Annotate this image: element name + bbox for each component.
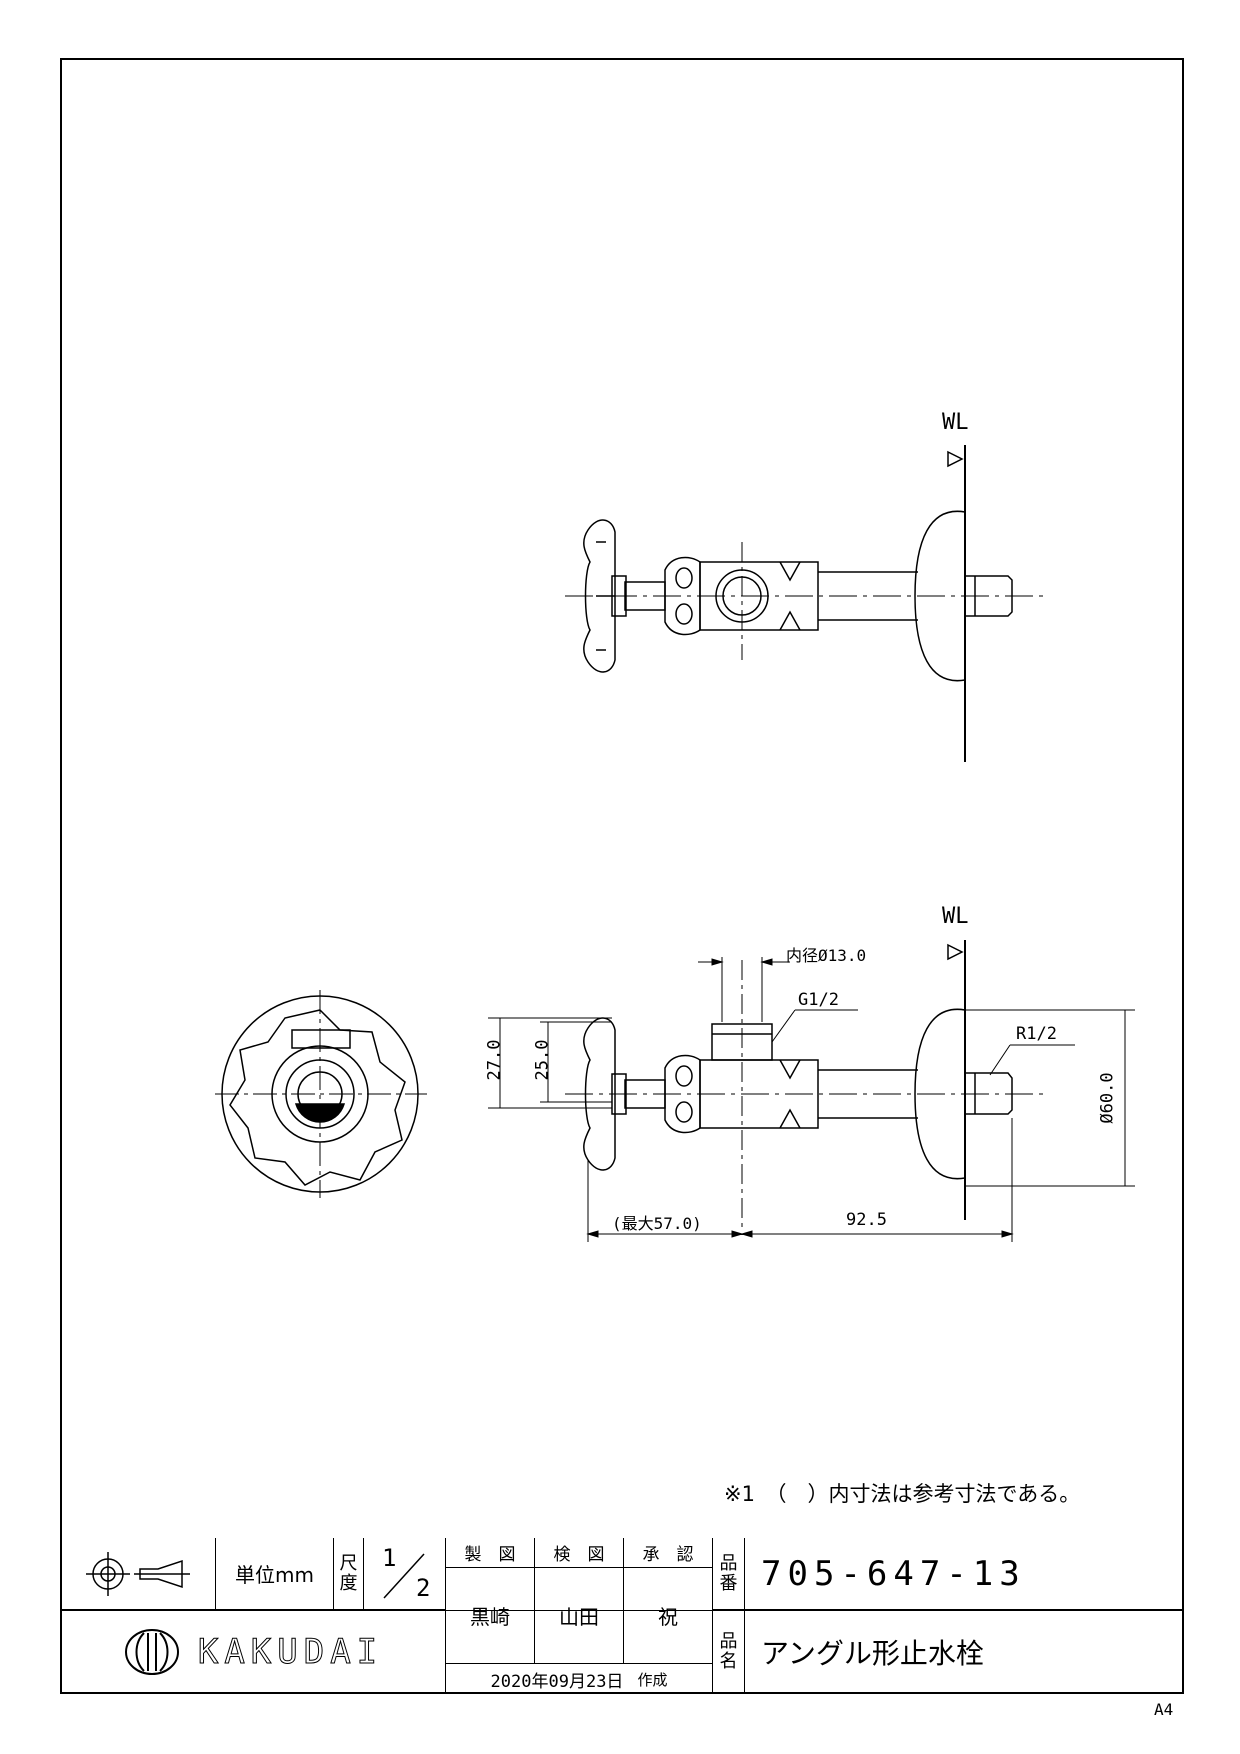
scale-slash-icon [383,1553,425,1599]
wl-label-bottom: WL [942,904,969,929]
front-view-handle [215,990,427,1198]
part-no-label-2: 番 [719,1572,738,1594]
third-angle-projection-icon [85,1551,190,1596]
col-drawn: 製 図 [446,1538,535,1568]
scale-value: 1 2 [364,1538,446,1610]
projection-symbol [60,1538,216,1610]
scale-denominator: 2 [416,1574,431,1602]
part-name-label: 品 名 [713,1610,745,1694]
part-name-label-1: 品 [719,1631,738,1653]
part-number: 705-647-13 [745,1538,1184,1610]
name-checked: 山田 [535,1568,624,1664]
name-drawn: 黒崎 [446,1568,535,1664]
sheet-size: A4 [1154,1700,1174,1719]
reference-note: ※1 （ ）内寸法は参考寸法である。 [724,1482,1081,1506]
height-27-dim: 27.0 [484,1039,505,1081]
unit-label: 単位mm [216,1538,334,1610]
brand-name: KAKUDAI [197,1632,384,1673]
part-no-label-1: 品 [719,1552,738,1574]
inner-diameter-dim: 内径Ø13.0 [786,946,867,965]
title-block: 単位mm 尺 度 1 2 製 図 検 図 承 認 黒崎 山田 祝 品 番 705… [60,1538,1184,1694]
height-25-dim: 25.0 [532,1039,553,1081]
part-no-label: 品 番 [713,1538,745,1610]
scale-numerator: 1 [382,1544,397,1572]
date-suffix: 作成 [637,1670,668,1689]
side-view-valve [565,940,1048,1232]
top-view-valve [565,445,1048,762]
r-thread-dim: R1/2 [1016,1024,1057,1044]
scale-label-1: 尺 [339,1552,358,1574]
length-92-dim: 92.5 [846,1210,887,1230]
date: 2020年09月23日 [490,1671,624,1692]
scale-label-2: 度 [339,1572,358,1594]
g-thread-dim: G1/2 [798,990,839,1010]
name-approved: 祝 [624,1568,713,1664]
drawing-frame [60,58,1184,1694]
date-cell: 2020年09月23日 作成 [446,1664,713,1694]
diameter-60-dim: Ø60.0 [1097,1072,1118,1124]
max-57-dim: (最大57.0) [612,1214,702,1233]
col-checked: 検 図 [535,1538,624,1568]
kakudai-logo-icon [124,1629,179,1675]
wl-label-top: WL [942,410,969,435]
brand-block: KAKUDAI [60,1610,446,1694]
part-name-label-2: 名 [719,1651,738,1672]
scale-label: 尺 度 [334,1538,364,1610]
col-approved: 承 認 [624,1538,713,1568]
part-name: アングル形止水栓 [761,1637,984,1670]
title-block-divider [60,1610,1184,1611]
dimension-lines [488,957,1135,1242]
